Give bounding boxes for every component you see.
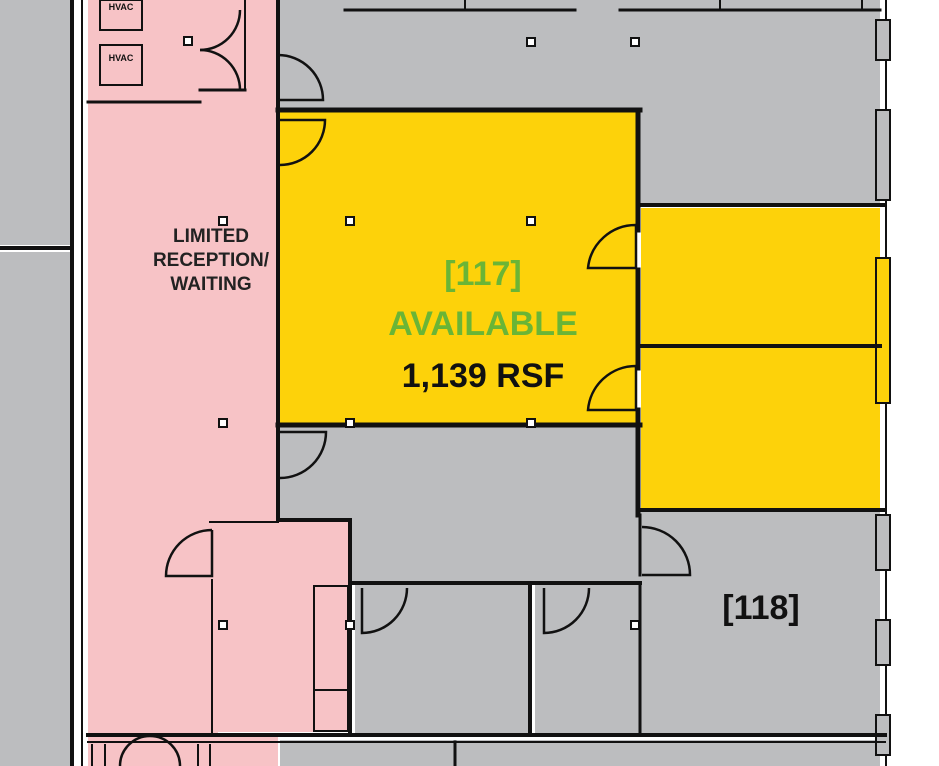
left-corridor-upper [0, 0, 70, 245]
bottom-corridor [280, 740, 880, 766]
reception-lower-left [88, 525, 218, 735]
door-office-north [586, 223, 638, 270]
suite-117-number: [117] [444, 255, 522, 293]
door-bottom-left [118, 734, 151, 766]
suite-117-main-room[interactable] [280, 112, 637, 424]
door-common-east [641, 525, 692, 577]
hvac-unit-2 [99, 44, 143, 86]
door-south-b [542, 587, 591, 635]
reception-label-line-1: LIMITED [173, 226, 249, 247]
door-south-a [360, 587, 409, 635]
door-office-south [586, 364, 638, 412]
east-exterior-wall [875, 0, 892, 766]
door-bottom-right [149, 734, 182, 766]
suite-117-status: AVAILABLE [388, 305, 578, 343]
reception-label-line-3: WAITING [170, 274, 251, 295]
reception-label: LIMITED RECEPTION/ WAITING [153, 226, 270, 295]
suite-117-office-north[interactable] [641, 208, 883, 344]
hvac-label-1: HVAC [109, 2, 134, 12]
suite-117-office-south[interactable] [641, 348, 883, 508]
hvac-label-2: HVAC [109, 53, 134, 63]
door-reception-lower [164, 528, 214, 578]
reception-label-line-2: RECEPTION/ [153, 250, 270, 271]
door-reception-north [277, 53, 325, 102]
left-corridor-lower [0, 252, 70, 766]
suite-117-label[interactable]: [117] AVAILABLE 1,139 RSF [388, 255, 578, 395]
reception-main [88, 105, 278, 525]
suite-117-area: 1,139 RSF [402, 357, 565, 395]
hvac-units: HVAC HVAC [99, 0, 143, 86]
suite-117-area [280, 112, 883, 508]
suite-118-label[interactable]: [118] [722, 589, 800, 627]
door-common-west [279, 430, 328, 480]
room-south-a [355, 585, 530, 733]
door-hvac-b [199, 9, 242, 52]
door-suite-117-west [279, 118, 327, 167]
suite-118-number: [118] [722, 589, 800, 627]
hvac-unit-1 [99, 0, 143, 31]
gray-areas [0, 0, 880, 766]
door-swings [118, 9, 692, 766]
columns [183, 36, 640, 630]
reception-bottom [88, 735, 278, 766]
room-south-b [535, 585, 640, 733]
